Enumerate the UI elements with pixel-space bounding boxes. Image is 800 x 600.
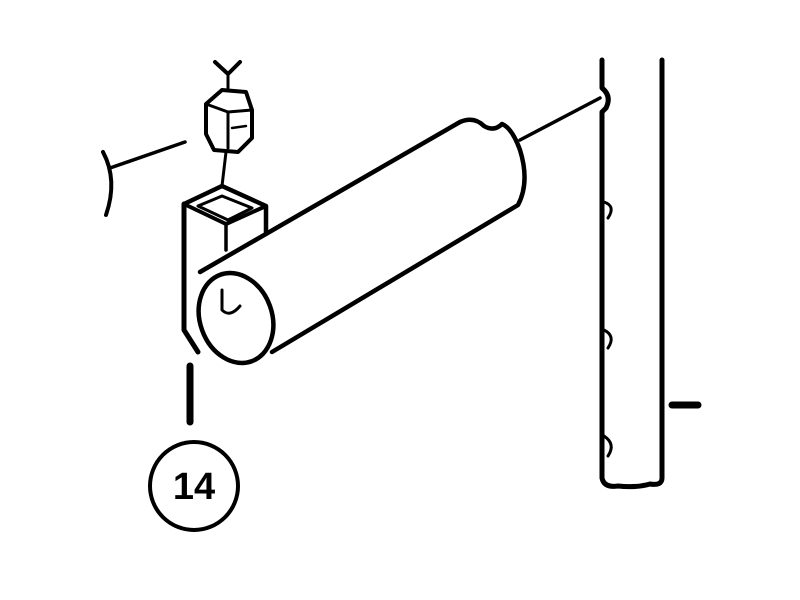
square-bracket-block <box>181 183 269 426</box>
vertical-post <box>599 57 702 490</box>
cylindrical-tube <box>196 96 602 366</box>
callout-number-14: 14 <box>172 465 216 508</box>
set-screw <box>213 60 242 90</box>
hex-nut <box>204 88 254 188</box>
leader-line-to-post <box>518 96 602 142</box>
callout-circle-14 <box>148 440 240 532</box>
adjacent-part-arc <box>101 140 187 217</box>
